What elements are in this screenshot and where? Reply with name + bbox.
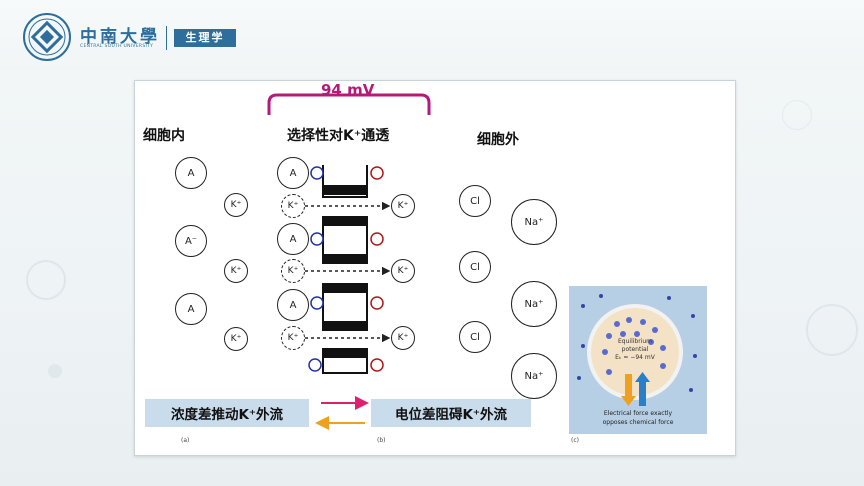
potassium-circle: K⁺ [281, 326, 305, 350]
university-logo [23, 13, 71, 61]
voltage-label: 94 mV [321, 81, 375, 99]
caption-b: (b) [377, 437, 386, 444]
potassium-circle: K⁺ [391, 194, 415, 218]
decor-bubble [782, 100, 812, 130]
inset-caption-2: opposes chemical force [602, 419, 674, 426]
course-tag: 生理学 [174, 29, 236, 47]
equilibrium-cell-graphic [577, 294, 697, 406]
decor-bubble [26, 260, 66, 300]
inset-caption-1: Electrical force exactly [603, 410, 673, 417]
anion-circle: A [175, 293, 207, 325]
inset-text-3: Eₖ = −94 mV [615, 354, 655, 361]
inset-text-2: potential [621, 346, 649, 353]
caption-a: (a) [181, 437, 190, 444]
caption-c: (c) [571, 437, 579, 444]
anion-circle: A [277, 223, 309, 255]
membrane-ions [308, 166, 384, 372]
header-band [0, 0, 864, 70]
university-name: 中南大學 [80, 27, 160, 47]
potassium-circle: K⁺ [281, 259, 305, 283]
inset-text-1: Equilibrium [618, 338, 652, 345]
potassium-circle: K⁺ [391, 326, 415, 350]
concentration-force-label: 浓度差推动K⁺外流 [145, 399, 309, 427]
electrical-force-label: 电位差阻碍K⁺外流 [371, 399, 531, 427]
sodium-circle: Na⁺ [511, 281, 557, 327]
potassium-circle: K⁺ [224, 327, 248, 351]
chloride-circle: Cl [459, 321, 491, 353]
anion-circle: A⁻ [175, 225, 207, 257]
potassium-flow-arrows [305, 201, 391, 343]
anion-circle: A [175, 157, 207, 189]
header-divider [166, 26, 167, 50]
anion-circle: A [277, 289, 309, 321]
decor-bubble [48, 364, 62, 378]
university-english-name: CENTRAL SOUTH UNIVERSITY [80, 44, 154, 49]
potassium-circle: K⁺ [224, 193, 248, 217]
potassium-circle: K⁺ [281, 194, 305, 218]
chloride-circle: Cl [459, 185, 491, 217]
membrane-blocks [322, 165, 368, 374]
chloride-circle: Cl [459, 251, 491, 283]
anion-circle: A [277, 157, 309, 189]
decor-bubble [806, 304, 858, 356]
potassium-circle: K⁺ [391, 259, 415, 283]
outside-label: 细胞外 [477, 132, 519, 148]
sodium-circle: Na⁺ [511, 353, 557, 399]
inside-label: 细胞内 [143, 128, 185, 144]
diagram-slide: 94 mV 细胞内 选择性对K⁺通透 细胞外 A K⁺ A⁻ K⁺ A K⁺ A… [134, 80, 736, 456]
equilibrium-inset: Equilibrium potential Eₖ = −94 mV Electr… [569, 286, 707, 434]
potassium-circle: K⁺ [224, 259, 248, 283]
sodium-circle: Na⁺ [511, 199, 557, 245]
voltage-bracket [267, 93, 431, 115]
selective-permeability-label: 选择性对K⁺通透 [287, 128, 390, 144]
diagram-graphics [267, 93, 431, 430]
